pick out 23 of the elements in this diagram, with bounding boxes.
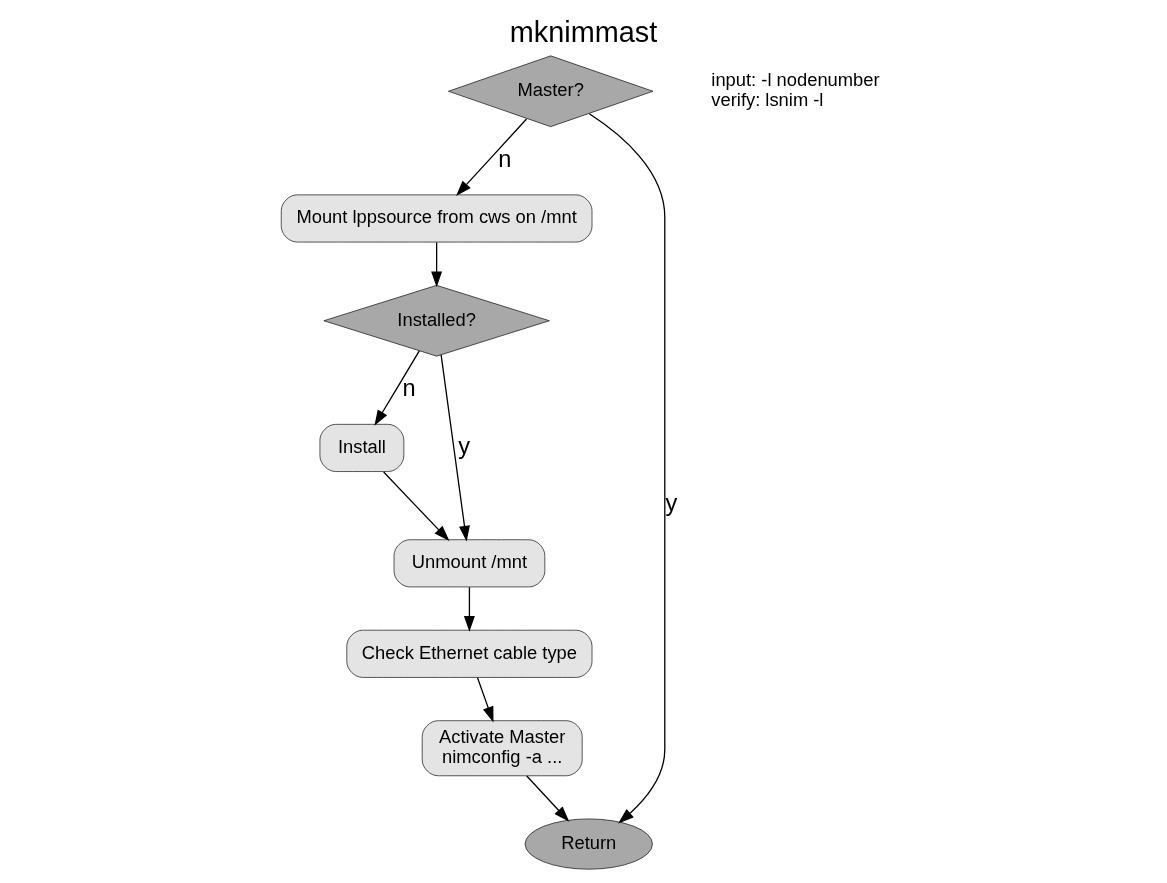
arrow [463,586,475,632]
arrow [526,775,570,822]
node-ellipse: Return [524,818,653,870]
node-diamond: Master? [448,55,654,127]
arrow [383,471,450,542]
node-box: Activate Master nimconfig -a ... [421,720,583,777]
arrow [588,113,666,824]
arrow [431,241,443,288]
arrow [440,354,470,542]
arrow [456,118,528,196]
node-box: Mount lppsource from cws on /mnt [280,194,593,243]
edge-label: y [665,490,678,517]
arrow [476,677,494,723]
edge-label: n [402,375,416,402]
node-box: Install [319,424,405,472]
diagram-title: mknimmast [509,16,658,49]
node-box: Check Ethernet cable type [346,629,593,678]
edge-label: y [458,432,471,459]
label: input: -l nodenumber [711,69,880,91]
node-diamond: Installed? [323,285,550,357]
edge-label: n [498,145,512,172]
node-box: Unmount /mnt [393,539,546,588]
arrow [374,350,420,426]
